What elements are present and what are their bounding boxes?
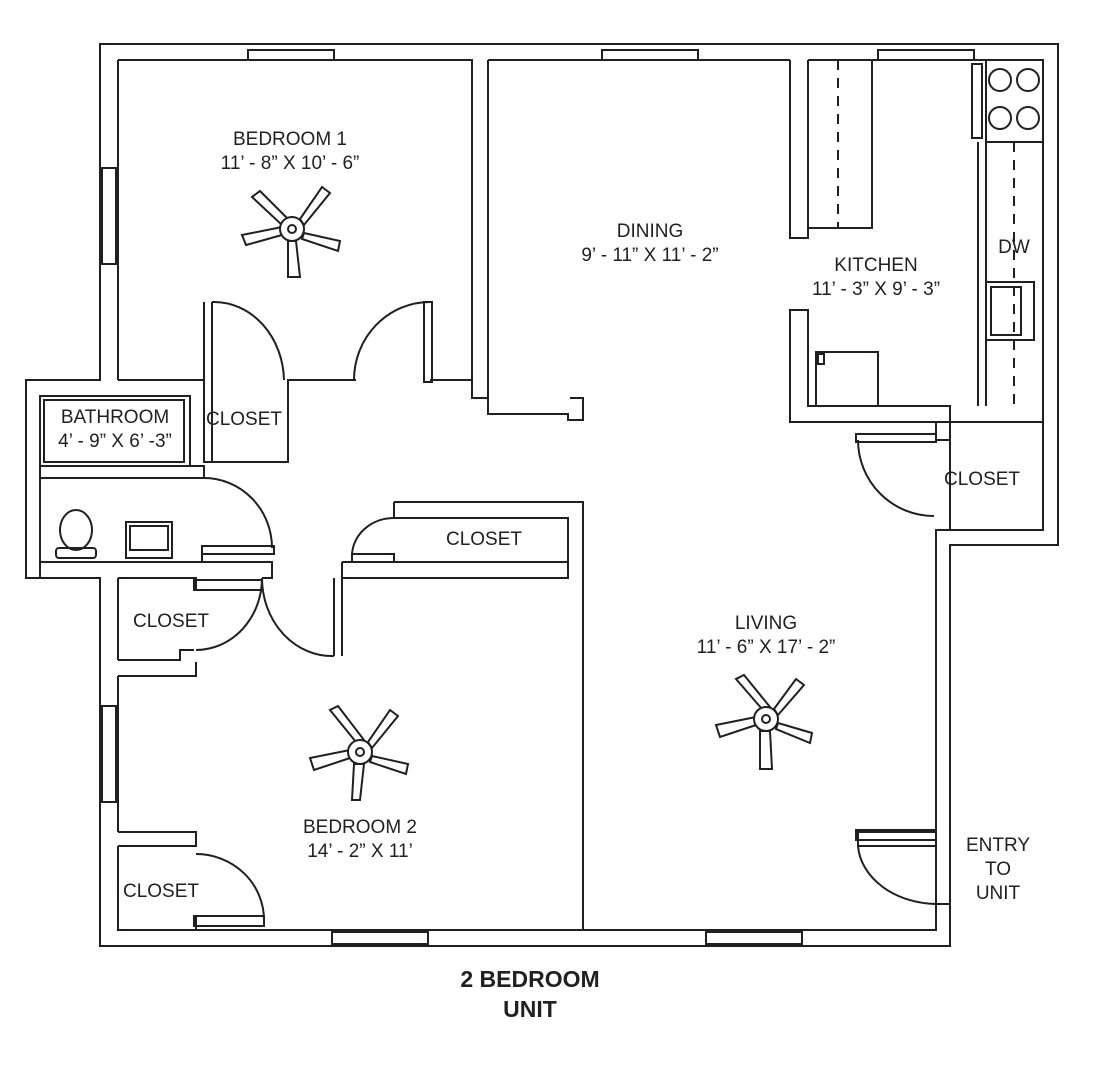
plan-caption: 2 BEDROOM UNIT	[380, 964, 680, 1024]
living-wall	[857, 530, 951, 946]
bed2-closet-wall	[117, 846, 197, 931]
closet-label: CLOSET	[122, 881, 200, 902]
kitchen-wall	[789, 309, 951, 441]
door-swing	[261, 577, 335, 658]
ceiling-fan-icon	[240, 185, 342, 278]
closet-label: CLOSET	[132, 611, 210, 632]
exterior-wall-inner	[117, 59, 1044, 931]
door-swing	[353, 301, 431, 381]
room-label-living: LIVING 11’ - 6” X 17’ - 2”	[676, 612, 856, 660]
bedroom1-wall	[118, 379, 584, 463]
room-label-dining: DINING 9’ - 11” X 11’ - 2”	[560, 220, 740, 268]
kitchen-sink	[985, 281, 1035, 341]
caption-line-1: 2 BEDROOM	[460, 966, 600, 992]
door-swing	[212, 301, 285, 381]
door-leaf	[855, 433, 937, 443]
kitchen-wall	[789, 60, 873, 239]
room-dimensions: 14’ - 2” X 11’	[307, 841, 413, 862]
room-dimensions: 11’ - 8” X 10’ - 6”	[220, 153, 360, 174]
door-leaf	[351, 553, 395, 563]
ceiling-fan-icon	[714, 673, 814, 770]
entry-label: ENTRY TO UNIT	[965, 835, 1031, 904]
room-name: BEDROOM 1	[232, 129, 348, 150]
bedroom2-wall	[333, 561, 394, 656]
room-label-bathroom: BATHROOM 4’ - 9” X 6’ -3”	[48, 406, 182, 454]
room-name: BATHROOM	[60, 407, 170, 428]
room-dimensions: 4’ - 9” X 6’ -3”	[58, 431, 172, 452]
bath-sink	[125, 521, 173, 559]
dishwasher-label: DW	[998, 237, 1030, 258]
ceiling-fan-icon	[308, 704, 410, 801]
room-name: BEDROOM 2	[302, 817, 418, 838]
closet-label: CLOSET	[205, 409, 283, 430]
door-swing	[351, 517, 395, 557]
bath-hall-wall	[40, 465, 205, 479]
door-swing	[857, 845, 937, 905]
door-leaf	[201, 545, 275, 555]
door-swing	[195, 577, 263, 651]
room-dimensions: 9’ - 11” X 11’ - 2”	[581, 245, 719, 266]
room-name: DINING	[616, 221, 684, 242]
kitchen-closet-wall	[936, 421, 1043, 531]
window	[247, 49, 335, 61]
window	[705, 931, 803, 945]
bedroom2-wall	[118, 662, 197, 847]
closet-label: CLOSET	[445, 529, 523, 550]
door-swing	[195, 853, 265, 921]
bedroom1-closet-wall	[203, 302, 289, 463]
closet-label: CLOSET	[944, 469, 1021, 490]
room-label-bedroom-2: BEDROOM 2 14’ - 2” X 11’	[270, 816, 450, 864]
room-name: KITCHEN	[834, 255, 918, 276]
window	[601, 49, 699, 61]
exterior-wall-outer	[25, 43, 1059, 947]
room-label-bedroom-1: BEDROOM 1 11’ - 8” X 10’ - 6”	[200, 128, 380, 176]
bathtub	[43, 399, 185, 463]
door-leaf	[855, 829, 937, 841]
door-leaf	[423, 301, 433, 383]
room-dimensions: 11’ - 3” X 9’ - 3”	[811, 279, 941, 300]
caption-line-2: UNIT	[503, 996, 557, 1022]
window	[331, 931, 429, 945]
kitchen-counter	[977, 142, 987, 406]
door-leaf	[193, 579, 263, 591]
toilet	[59, 509, 93, 551]
room-dimensions: 11’ - 6” X 17’ - 2”	[696, 637, 836, 658]
room-label-kitchen: KITCHEN 11’ - 3” X 9’ - 3”	[786, 254, 966, 302]
window	[101, 167, 117, 265]
door-swing	[857, 439, 935, 517]
window	[877, 49, 975, 61]
window	[101, 705, 117, 803]
door-swing	[203, 477, 273, 549]
hall-closet-wall	[342, 501, 584, 930]
door-leaf	[193, 915, 265, 927]
bath-closet-wall	[118, 649, 194, 661]
appliance	[815, 351, 879, 407]
room-name: LIVING	[734, 613, 798, 634]
